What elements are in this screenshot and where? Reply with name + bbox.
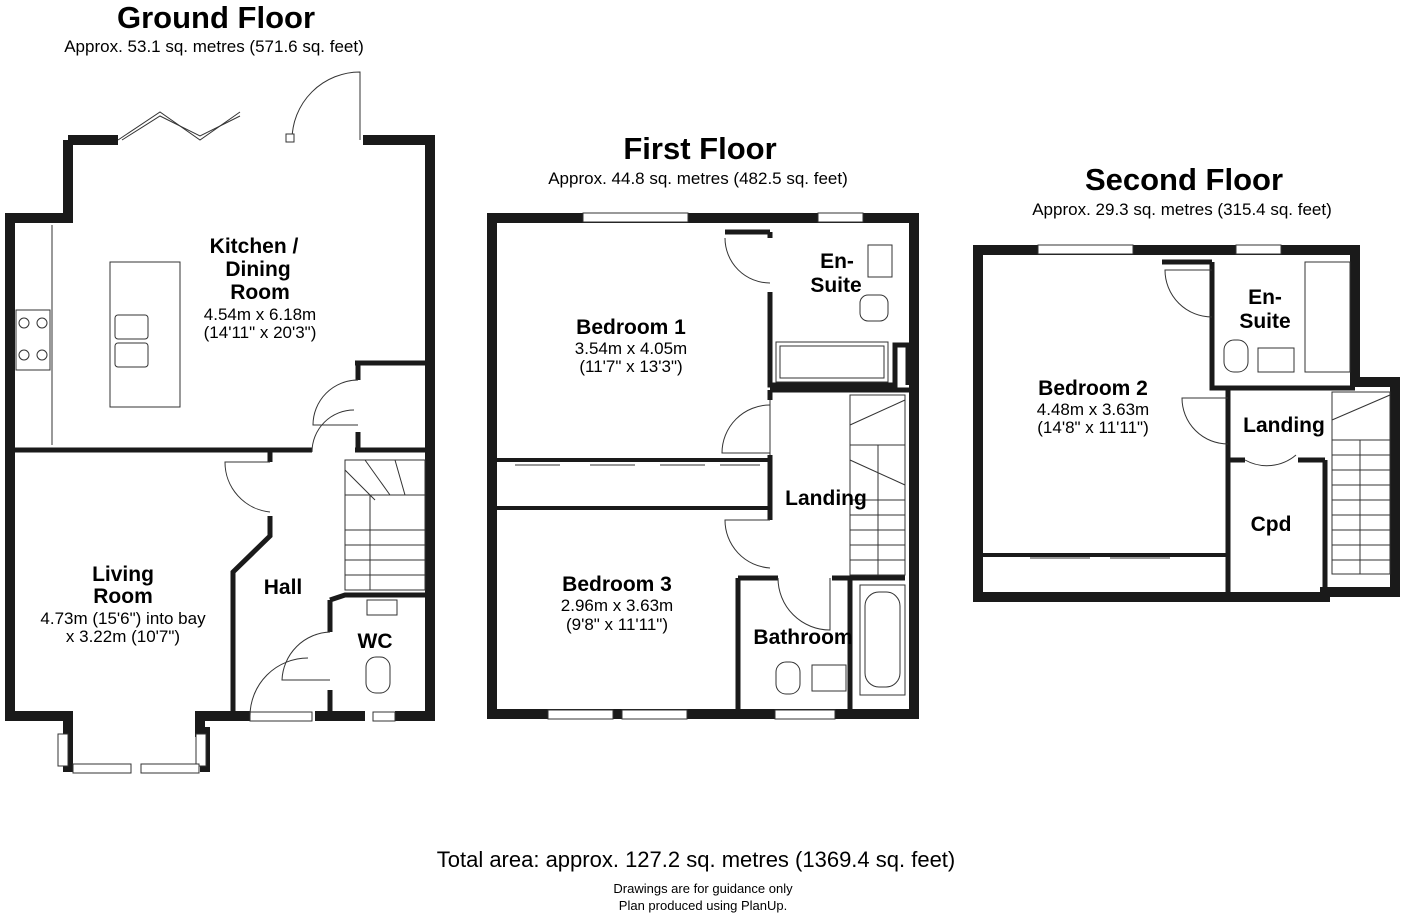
first-landing-name: Landing <box>785 487 867 510</box>
bedroom1-name: Bedroom 1 <box>576 316 686 339</box>
first-floor-plan <box>487 212 919 720</box>
second-floor-area: Approx. 29.3 sq. metres (315.4 sq. feet) <box>1032 200 1332 219</box>
second-ensuite-name-1: En- <box>1248 286 1282 309</box>
kitchen-dim-2: (14'11" x 20'3") <box>204 323 317 342</box>
first-stairs <box>849 394 906 576</box>
first-ensuite-name-1: En- <box>820 250 854 273</box>
hall-name: Hall <box>264 576 303 599</box>
wc-name: WC <box>358 630 393 653</box>
second-floor-plan <box>973 244 1400 602</box>
bedroom2-dim-2: (14'8" x 11'11") <box>1037 418 1149 437</box>
ground-floor-plan <box>5 71 435 774</box>
bedroom2-name: Bedroom 2 <box>1038 377 1148 400</box>
bedroom2-dim-1: 4.48m x 3.63m <box>1037 400 1149 419</box>
bedroom3-name: Bedroom 3 <box>562 573 672 596</box>
first-floor-area: Approx. 44.8 sq. metres (482.5 sq. feet) <box>548 169 848 188</box>
living-dim-2: x 3.22m (10'7") <box>66 627 180 646</box>
produced-note: Plan produced using PlanUp. <box>619 898 787 913</box>
kitchen-dim-1: 4.54m x 6.18m <box>204 305 316 324</box>
living-name-1: Living <box>92 563 154 586</box>
ground-stairs <box>344 459 426 591</box>
second-floor-title: Second Floor <box>1085 162 1283 197</box>
first-floor-title: First Floor <box>623 131 776 166</box>
guidance-note: Drawings are for guidance only <box>613 881 793 896</box>
living-name-2: Room <box>93 585 153 608</box>
kitchen-name-2: Dining <box>225 258 290 281</box>
bedroom3-dim-2: (9'8" x 11'11") <box>566 615 668 634</box>
ground-floor-area: Approx. 53.1 sq. metres (571.6 sq. feet) <box>64 37 364 56</box>
total-area: Total area: approx. 127.2 sq. metres (13… <box>437 847 956 872</box>
cupboard-name: Cpd <box>1251 513 1292 536</box>
living-dim-1: 4.73m (15'6") into bay <box>40 609 206 628</box>
ground-floor-title: Ground Floor <box>117 0 315 35</box>
first-ensuite-name-2: Suite <box>810 274 861 297</box>
second-ensuite-name-2: Suite <box>1239 310 1290 333</box>
bathroom-name: Bathroom <box>753 626 852 649</box>
kitchen-name-1: Kitchen / <box>210 235 299 258</box>
kitchen-name-3: Room <box>230 281 290 304</box>
bedroom3-dim-1: 2.96m x 3.63m <box>561 596 673 615</box>
ground-floor-walls <box>5 135 435 772</box>
second-stairs <box>1331 391 1391 575</box>
bedroom1-dim-1: 3.54m x 4.05m <box>575 339 687 358</box>
bedroom1-dim-2: (11'7" x 13'3") <box>579 357 682 376</box>
second-landing-name: Landing <box>1243 414 1325 437</box>
